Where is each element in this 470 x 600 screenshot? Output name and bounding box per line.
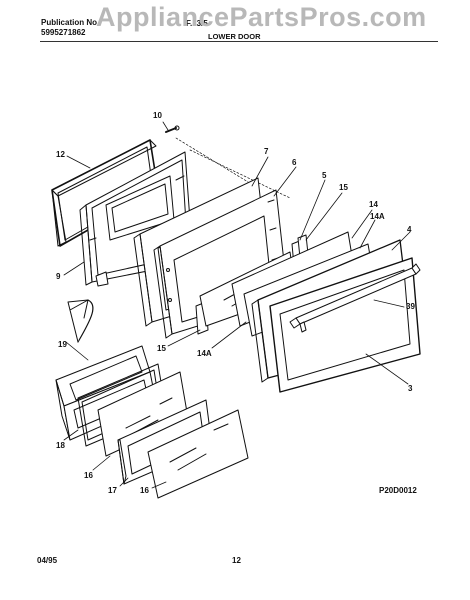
footer-date: 04/95	[37, 556, 58, 565]
label-part-6: 6	[292, 158, 297, 167]
part-16-glass-lower	[147, 409, 249, 499]
label-part-15-top: 15	[339, 183, 348, 192]
model-number: F...3/5	[186, 19, 208, 28]
label-part-16-lower: 16	[140, 486, 149, 495]
label-part-14a-top: 14A	[370, 212, 385, 221]
label-part-17: 17	[108, 486, 117, 495]
leader-lines	[63, 121, 411, 489]
label-part-7: 7	[264, 147, 269, 156]
publication-label: Publication No.	[41, 18, 100, 27]
label-part-15-bottom: 15	[157, 344, 166, 353]
label-part-19: 19	[58, 340, 67, 349]
label-part-16-upper: 16	[84, 471, 93, 480]
page-number: 12	[232, 556, 241, 565]
section-title: LOWER DOOR	[208, 32, 261, 41]
label-part-14: 14	[369, 200, 378, 209]
label-part-12: 12	[56, 150, 65, 159]
flip-arrow	[67, 299, 94, 343]
diagram-code: P20D0012	[379, 486, 417, 495]
part-3-outer-frame	[269, 257, 421, 393]
label-part-18: 18	[56, 441, 65, 450]
part-labels: 10 12 7 6 5 15 14 14A 4 9 39 15 14A 3 19…	[56, 111, 415, 495]
label-part-39: 39	[406, 302, 415, 311]
label-part-4: 4	[407, 225, 412, 234]
label-part-10: 10	[153, 111, 162, 120]
part-39-handle	[289, 263, 421, 333]
watermark: AppliancePartsPros.com	[96, 2, 427, 32]
label-part-14a-bottom: 14A	[197, 349, 212, 358]
label-part-9: 9	[56, 272, 61, 281]
part-10-screw	[165, 125, 180, 133]
label-part-3: 3	[408, 384, 413, 393]
label-part-5: 5	[322, 171, 327, 180]
publication-number: 5995271862	[41, 28, 86, 37]
header-rule	[40, 41, 438, 42]
